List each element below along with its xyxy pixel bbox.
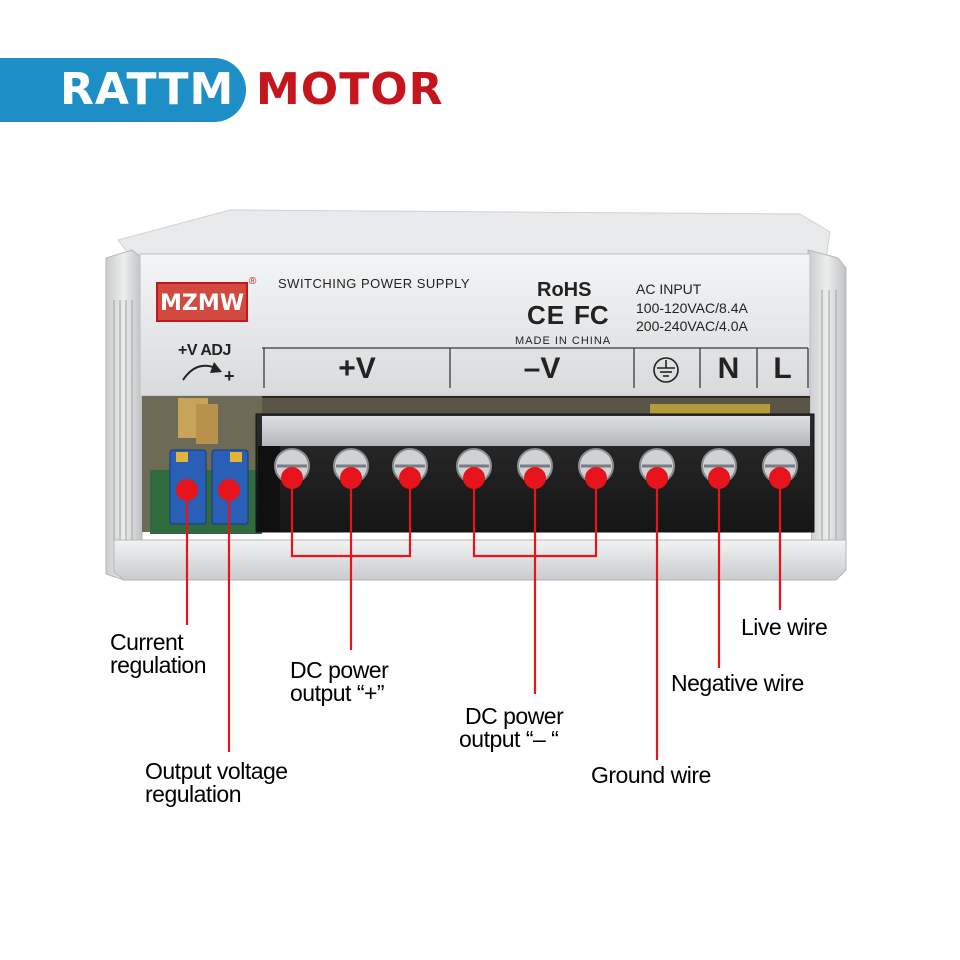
marker-dot-plus-2 [340, 467, 362, 489]
annotation-voltage-line-2: regulation [145, 781, 242, 807]
ac-input-range-2: 200-240VAC/4.0A [636, 318, 748, 334]
terminal-label-plus-v: +V [338, 352, 376, 385]
marker-dot-plus-3 [399, 467, 421, 489]
rohs-mark: RoHS [537, 279, 592, 301]
annotation-current-line-2: regulation [110, 652, 207, 678]
registered-mark: ® [249, 276, 257, 287]
annotation-current-regulation: Current regulation [110, 629, 207, 678]
marker-dot-minus-3 [585, 467, 607, 489]
brand-name-motor: MOTOR [256, 64, 444, 115]
annotation-dc-plus-line-1: DC power [290, 657, 389, 683]
voltage-adjust-plus: + [224, 366, 235, 386]
annotation-dc-plus: DC power output “+” [290, 657, 389, 706]
ac-input-title: AC INPUT [636, 281, 702, 297]
annotation-voltage-line-1: Output voltage [145, 758, 288, 784]
made-in-label: MADE IN CHINA [515, 335, 612, 347]
annotation-dc-minus-line-1: DC power [465, 703, 564, 729]
terminal-label-l: L [773, 352, 792, 385]
marker-dot-voltage [218, 479, 240, 501]
marker-dot-minus-2 [524, 467, 546, 489]
annotation-dc-plus-line-2: output “+” [290, 680, 385, 706]
brand-name-rattm: RATTM [60, 64, 235, 115]
annotation-dc-minus-line-2: output “– “ [459, 726, 559, 752]
marker-dot-current [176, 479, 198, 501]
annotation-current-line-1: Current [110, 629, 184, 655]
marker-dot-ground [646, 467, 668, 489]
mzmw-logo: MZMW [156, 282, 248, 322]
annotation-live-wire: Live wire [741, 614, 828, 640]
ce-mark: CE [527, 300, 566, 330]
fc-mark: FC [574, 300, 609, 330]
marker-dot-negative [708, 467, 730, 489]
terminal-label-minus-v: –V [523, 352, 561, 385]
marker-dot-live [769, 467, 791, 489]
marker-dot-plus-1 [281, 467, 303, 489]
brand-banner [0, 58, 246, 122]
device-title: SWITCHING POWER SUPPLY [278, 276, 471, 291]
annotation-ground-wire: Ground wire [591, 762, 711, 788]
annotation-negative-wire: Negative wire [671, 670, 804, 696]
terminal-label-n: N [717, 352, 740, 385]
voltage-adjust-label: +V ADJ [178, 342, 231, 359]
annotation-dc-minus: DC power output “– “ [459, 703, 564, 752]
annotation-output-voltage-regulation: Output voltage regulation [145, 760, 288, 806]
marker-dot-minus-1 [463, 467, 485, 489]
ac-input-range-1: 100-120VAC/8.4A [636, 300, 748, 316]
ground-symbol-icon [653, 357, 679, 383]
